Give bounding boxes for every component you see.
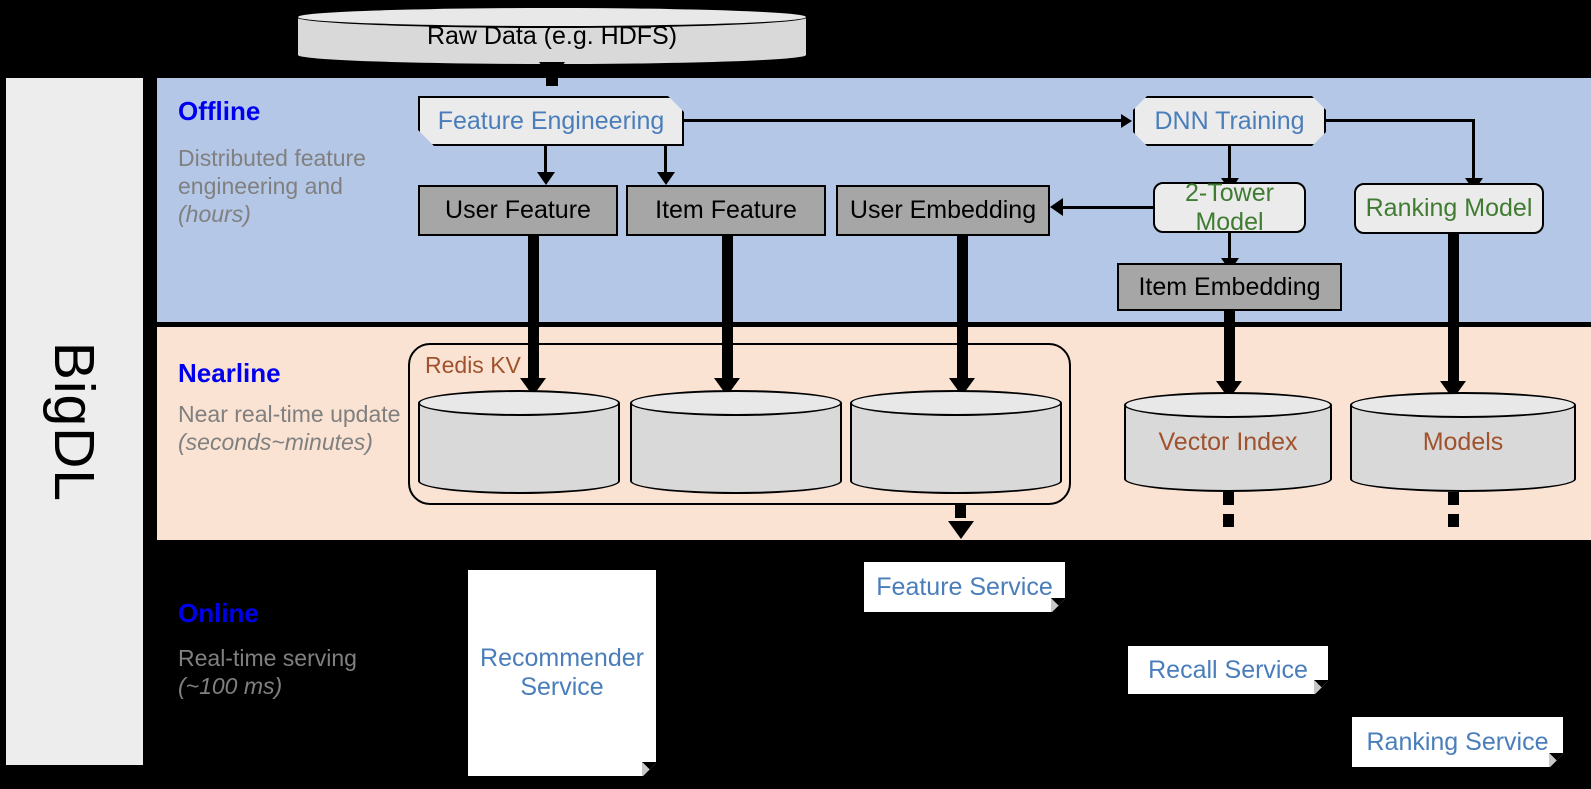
stage-title-offline: Offline [178, 96, 261, 126]
cylinder-top [296, 6, 808, 28]
pipe-itemembedding-vectorindex [1224, 311, 1235, 389]
recommender-service-card[interactable]: Recommender Service [468, 570, 656, 776]
redis-kv-label: Redis KV [425, 352, 521, 378]
arrowhead-fe-itemfeature [657, 172, 675, 185]
framework-name: BigDL [6, 78, 143, 765]
stage-description-nearline: Near real-time update (seconds~minutes) [178, 401, 401, 456]
connector-2tower-userembedding [1063, 206, 1155, 209]
pipe-userembedding-store [957, 236, 968, 386]
feature-service-label: Feature Service [876, 572, 1053, 601]
cylinder-body [850, 403, 1062, 481]
recall-service-card[interactable]: Recall Service [1128, 646, 1328, 694]
stage-title-nearline: Nearline [178, 358, 281, 388]
dash-rankingservice-1 [1448, 492, 1459, 505]
redis-kv-container [408, 343, 1071, 505]
vector-index-store[interactable]: Vector Index [1124, 392, 1332, 492]
redis-store-3[interactable] [850, 390, 1062, 494]
recall-service-label: Recall Service [1148, 655, 1308, 684]
redis-store-2[interactable] [630, 390, 842, 494]
user-feature-label: User Feature [445, 196, 591, 224]
user-embedding-node[interactable]: User Embedding [836, 185, 1050, 236]
dnn-training-node[interactable]: DNN Training [1133, 96, 1326, 146]
pipe-itemfeature-store [722, 236, 733, 386]
item-feature-node[interactable]: Item Feature [626, 185, 826, 236]
dash-featureservice-1 [955, 505, 966, 518]
item-embedding-node[interactable]: Item Embedding [1117, 263, 1342, 311]
dash-recallservice-2 [1223, 514, 1234, 527]
item-feature-label: Item Feature [655, 196, 797, 224]
cylinder-top [1124, 392, 1332, 418]
arrowhead-fe-userfeature [537, 172, 555, 185]
pipe-userfeature-store [528, 236, 539, 386]
cylinder-top [1350, 392, 1576, 418]
models-store[interactable]: Models [1350, 392, 1576, 492]
redis-store-1-label [418, 390, 620, 494]
two-tower-model-node[interactable]: 2-Tower Model [1153, 179, 1306, 236]
arrowhead-2tower-userembedding [1050, 198, 1063, 216]
raw-data-store: Raw Data (e.g. HDFS) [296, 6, 808, 66]
connector-2tower-itemembedding [1228, 233, 1231, 263]
cylinder-body [630, 403, 842, 481]
dnn-training-label: DNN Training [1154, 106, 1305, 135]
cylinder-top [418, 390, 620, 416]
connector-dnn-2tower [1228, 146, 1231, 182]
feature-engineering-node[interactable]: Feature Engineering [418, 96, 684, 146]
page-fold-icon [1051, 598, 1065, 612]
dash-recallservice-1 [1223, 492, 1234, 505]
connector-fe-userfeature [544, 146, 547, 174]
page-fold-icon [1549, 753, 1563, 767]
pipe-rankingmodel-models [1448, 234, 1459, 389]
cylinder-top [850, 390, 1062, 416]
stage-title-online: Online [178, 598, 259, 628]
stage-description-online: Real-time serving (~100 ms) [178, 645, 357, 700]
page-fold-icon [642, 762, 656, 776]
arrowhead-fe-dnn [1121, 114, 1132, 128]
dash-rankingservice-2 [1448, 514, 1459, 527]
connector-fe-itemfeature [664, 146, 667, 174]
cylinder-body [418, 403, 620, 481]
framework-sidebar: BigDL [6, 78, 143, 765]
cylinder-top [630, 390, 842, 416]
arrowhead-rawdata-fe [539, 62, 565, 80]
feature-service-card[interactable]: Feature Service [864, 562, 1065, 612]
framework-name-text: BigDL [42, 341, 107, 502]
ranking-model-node[interactable]: Ranking Model [1354, 183, 1544, 234]
two-tower-model-label: 2-Tower Model [1185, 178, 1274, 236]
ranking-service-label: Ranking Service [1366, 727, 1549, 756]
arrowhead-featureservice [948, 521, 974, 539]
vector-index-label: Vector Index [1158, 427, 1298, 456]
user-embedding-label: User Embedding [849, 196, 1037, 224]
connector-dnn-ranking-h [1326, 119, 1474, 122]
ranking-model-label: Ranking Model [1365, 194, 1533, 222]
ranking-service-card[interactable]: Ranking Service [1352, 717, 1563, 767]
redis-store-1[interactable] [418, 390, 620, 494]
redis-store-2-label [630, 390, 842, 494]
raw-data-label: Raw Data (e.g. HDFS) [426, 21, 678, 50]
redis-store-3-label [850, 390, 1062, 494]
user-feature-node[interactable]: User Feature [418, 185, 618, 236]
item-embedding-label: Item Embedding [1138, 272, 1321, 301]
models-label: Models [1422, 427, 1504, 456]
recommender-service-label: Recommender Service [480, 644, 644, 701]
feature-engineering-label: Feature Engineering [437, 106, 665, 135]
connector-dnn-ranking-v [1472, 119, 1475, 182]
connector-fe-dnn [684, 119, 1121, 122]
page-fold-icon [1314, 680, 1328, 694]
stage-description-offline: Distributed feature engineering and (hou… [178, 145, 366, 228]
